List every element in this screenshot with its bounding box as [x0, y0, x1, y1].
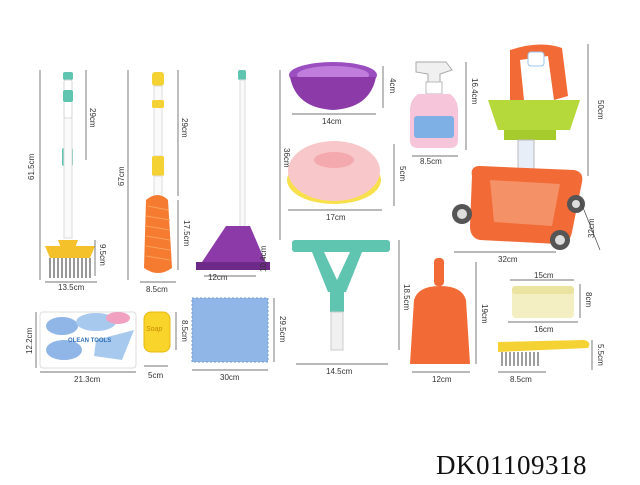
toy-rake	[39, 70, 97, 283]
dim-duster-height: 67cm	[117, 166, 126, 186]
toy-robot-vacuum	[287, 141, 395, 211]
dim-sponge-height: 8cm	[584, 292, 593, 308]
dim-brush-width: 16cm	[534, 325, 554, 334]
dim-soap-height: 8.5cm	[180, 320, 189, 342]
dim-pan-width: 12cm	[208, 273, 228, 282]
dim-cart-height: 50cm	[596, 100, 605, 120]
dim-duster-head: 17.5cm	[182, 220, 191, 247]
dim-spray-height: 16.4cm	[470, 78, 479, 105]
toy-hand-dustpan	[410, 258, 477, 373]
toy-spray-bottle	[410, 61, 467, 157]
dim-robot-height: 5cm	[398, 166, 407, 182]
dim-brush-height: 5.5cm	[596, 344, 605, 366]
dim-dustpan-width: 12cm	[432, 375, 452, 384]
toy-squeegee	[292, 240, 400, 365]
dim-rake-head: 9.5cm	[98, 244, 107, 266]
dim-robot-width: 17cm	[326, 213, 346, 222]
dim-cart-depth: 32cm	[587, 218, 596, 238]
soap-logo-text: Soap	[146, 326, 163, 333]
dim-towel-width: 30cm	[220, 373, 240, 382]
dim-pan-head: 10.4cm	[259, 245, 268, 272]
toy-towel	[191, 297, 275, 371]
dim-duster-handle: 29cm	[180, 118, 189, 138]
dim-soap-width: 5cm	[148, 371, 164, 380]
toy-scrub-brush	[498, 340, 593, 373]
dim-towel-height: 29.5cm	[278, 316, 287, 343]
dim-rake-width: 13.5cm	[58, 283, 85, 292]
toy-cleaning-cart	[452, 44, 601, 253]
toy-sticker-sheet	[35, 311, 137, 373]
dim-rake-height: 61.5cm	[27, 153, 36, 180]
dim-cart-width: 32cm	[498, 255, 518, 264]
product-code: DK01109318	[436, 450, 587, 480]
dim-brush-width2: 8.5cm	[510, 375, 532, 384]
dim-basin-width: 14cm	[322, 117, 342, 126]
dim-stickers-height: 12.2cm	[25, 327, 34, 354]
dim-pan-height: 36cm	[282, 148, 291, 168]
dim-rake-handle: 29cm	[88, 108, 97, 128]
toy-upright-dustpan	[196, 70, 281, 277]
dim-dustpan-height: 19cm	[480, 304, 489, 324]
dim-spray-width: 8.5cm	[420, 157, 442, 166]
toy-soap-bar	[143, 311, 177, 367]
dim-basin-height: 4cm	[388, 78, 397, 94]
toy-basin	[289, 62, 384, 115]
toy-sponge	[508, 279, 581, 323]
dim-stickers-width: 21.3cm	[74, 375, 101, 384]
dim-squeegee-height: 18.5cm	[402, 284, 411, 311]
toy-duster	[127, 70, 179, 283]
dim-duster-width: 8.5cm	[146, 285, 168, 294]
sticker-brand-text: OLEAN TOOLS	[68, 338, 112, 344]
dim-squeegee-width: 14.5cm	[326, 367, 353, 376]
dim-sponge-width: 15cm	[534, 271, 554, 280]
